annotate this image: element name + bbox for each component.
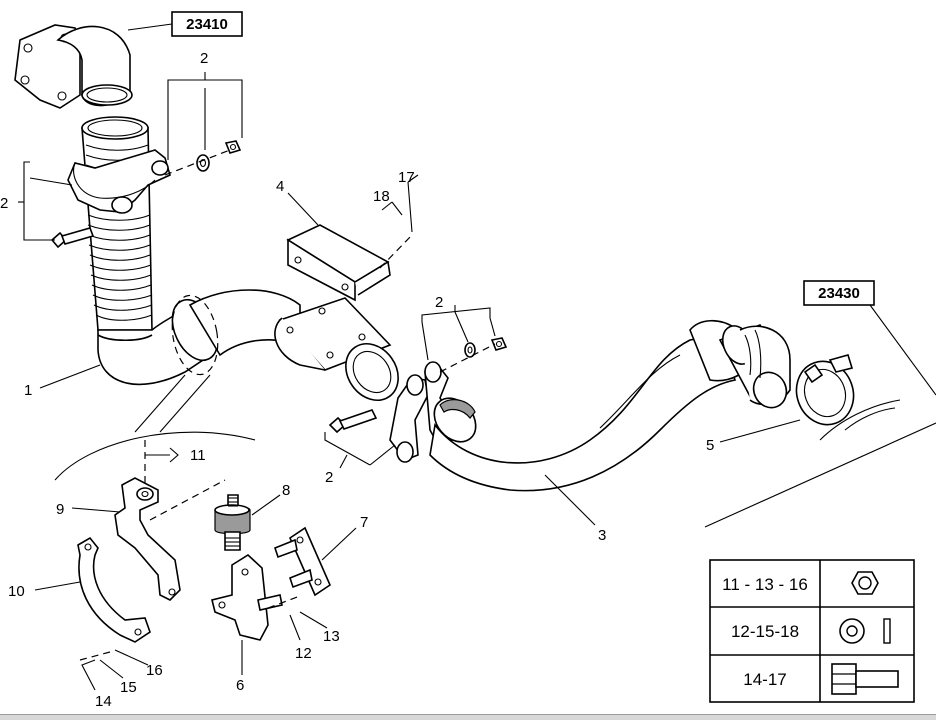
washer-icon — [839, 618, 891, 644]
callout-16: 16 — [146, 662, 163, 679]
bracket-2-left — [18, 161, 73, 241]
callout-2-mid-left: 2 — [325, 469, 333, 486]
callout-15: 15 — [120, 679, 137, 696]
window-bottom-bar — [0, 714, 936, 720]
bracket-6 — [211, 553, 283, 641]
callout-3: 3 — [598, 527, 606, 544]
engine-outline-left — [54, 431, 256, 481]
detail-lead-2 — [159, 374, 211, 433]
nut-icon — [851, 571, 879, 595]
callout-6: 6 — [236, 677, 244, 694]
callout-2-mid-right: 2 — [435, 294, 443, 311]
callout-numbers: 2 2 2 2 1 3 4 5 6 7 8 9 10 11 12 13 14 1… — [0, 50, 714, 710]
callout-13: 13 — [323, 628, 340, 645]
heat-shield — [286, 224, 391, 302]
callout-4: 4 — [276, 178, 284, 195]
engine-block-right — [704, 304, 936, 528]
legend-row-1-label: 11 - 13 - 16 — [722, 575, 808, 594]
ref-box-23430: 23430 — [803, 280, 875, 306]
bolt-icon — [831, 663, 899, 695]
bracket-9 — [114, 477, 181, 601]
fastener-legend: 11 - 13 - 16 12-15-18 14-17 — [709, 559, 915, 703]
ref-box-23410: 23410 — [127, 11, 243, 37]
upper-clamp — [50, 140, 242, 249]
bracket-7 — [274, 526, 332, 597]
callout-12: 12 — [295, 645, 312, 662]
leader-lines — [34, 174, 801, 691]
dash-upper-bracket — [149, 479, 226, 521]
clamp-5 — [795, 354, 855, 426]
detail-circle — [171, 294, 219, 376]
muffler-section — [274, 297, 399, 401]
callout-2-top: 2 — [200, 50, 208, 67]
tailpipe-end — [718, 324, 792, 409]
callout-11: 11 — [190, 447, 206, 464]
callout-8: 8 — [282, 482, 290, 499]
rubber-mount-8 — [214, 494, 251, 551]
bracket-2-mid-right — [421, 305, 496, 361]
callout-2-left: 2 — [0, 195, 8, 212]
ref-label-right: 23430 — [818, 285, 860, 302]
callout-7: 7 — [360, 514, 368, 531]
flex-bellows — [81, 116, 153, 331]
bracket-2-upper-right — [167, 72, 243, 160]
strap-10 — [77, 536, 151, 643]
dash-12 — [267, 595, 301, 609]
detail-lead-1 — [134, 374, 186, 433]
callout-9: 9 — [56, 501, 64, 518]
callout-1: 1 — [24, 382, 32, 399]
callout-10: 10 — [8, 583, 25, 600]
callout-17: 17 — [398, 169, 415, 186]
callout-18: 18 — [373, 188, 390, 205]
dash-17 — [379, 234, 413, 269]
legend-row-2-label: 12-15-18 — [731, 622, 799, 641]
pipe-1 — [97, 289, 301, 386]
bracket-2-mid-left — [324, 432, 396, 469]
callout-14: 14 — [95, 693, 112, 710]
elbow-flange — [14, 24, 133, 109]
callout-5: 5 — [706, 437, 714, 454]
ref-label-top: 23410 — [186, 16, 228, 33]
dash-14 — [79, 651, 111, 661]
legend-row-3-label: 14-17 — [743, 670, 786, 689]
